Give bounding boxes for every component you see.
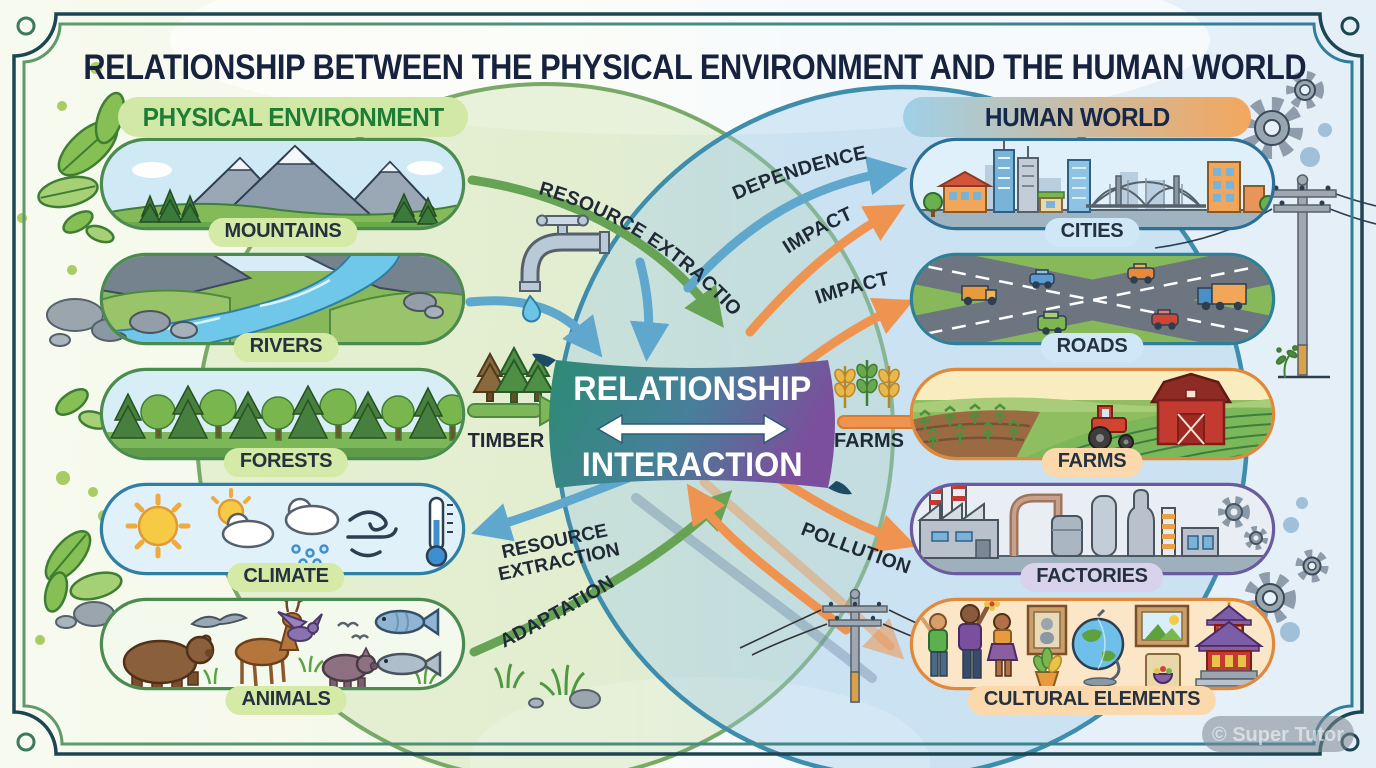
potted-plant-icon — [1033, 647, 1062, 687]
globe-icon — [1071, 608, 1125, 687]
center-interaction-text: INTERACTION — [581, 446, 803, 484]
animals-illustration — [103, 601, 462, 687]
boar-icon — [321, 646, 379, 687]
thermometer-icon — [425, 496, 453, 567]
portrait-frame-icon — [1026, 604, 1068, 656]
pill-animals — [99, 597, 466, 691]
faucet-icon — [519, 214, 610, 292]
wheat-icon — [834, 360, 900, 408]
pagoda-icon — [1194, 601, 1264, 687]
rain-cloud-icon — [284, 497, 340, 568]
factories-illustration — [913, 486, 1272, 572]
arrow-faded-salmon — [699, 477, 905, 660]
sun-cloud-icon — [211, 488, 275, 549]
timber-trees-icon — [472, 345, 555, 403]
pill-factories — [909, 482, 1276, 576]
bear-icon — [122, 634, 215, 687]
purple-bird-icon — [277, 611, 323, 642]
pill-farms — [909, 367, 1276, 461]
watermark: © Super Tutor — [1202, 716, 1354, 752]
pill-rivers — [99, 252, 466, 346]
arrow-resource-extraction-bottom — [471, 473, 633, 542]
gray-bird-icon — [190, 613, 249, 628]
arrow-blue-into-center — [629, 257, 670, 362]
pill-cities — [909, 137, 1276, 231]
farms-flow-label: FARMS — [834, 430, 904, 452]
resource-extraction-bottom-label: RESOURCE EXTRACTION — [479, 517, 634, 589]
label-chip-factories: FACTORIES — [1020, 563, 1164, 592]
center-ribbon — [532, 353, 852, 495]
sun-icon — [125, 493, 191, 559]
double-arrow-icon — [596, 413, 790, 445]
rock-decoration — [46, 298, 129, 629]
power-pole-bottom — [739, 588, 996, 703]
label-chip-farms: FARMS — [1041, 448, 1143, 477]
gear-icon — [1241, 71, 1329, 624]
center-relationship-text: RELATIONSHIP — [572, 370, 812, 408]
bridge-icon — [1086, 175, 1206, 208]
physical-environment-header: PHYSICAL ENVIRONMENT — [118, 97, 468, 137]
arrow-river-to-center — [465, 296, 603, 358]
pill-mountains — [99, 137, 466, 231]
mountains-illustration — [103, 141, 462, 227]
grass-tuft — [493, 663, 601, 709]
label-chip-roads: ROADS — [1040, 333, 1144, 362]
sprout-icon — [1275, 345, 1298, 379]
tractor-icon — [1088, 405, 1134, 450]
menu-card-icon — [1145, 653, 1181, 687]
factory-gear-icon — [1218, 496, 1268, 550]
rivers-illustration — [103, 256, 462, 342]
cultural-illustration — [913, 601, 1272, 687]
label-chip-cultural-elements: CULTURAL ELEMENTS — [967, 686, 1217, 715]
human-world-header: HUMAN WORLD — [903, 97, 1251, 137]
label-chip-rivers: RIVERS — [233, 333, 339, 362]
leaf-decoration — [37, 91, 126, 613]
water-drop-icon — [521, 294, 542, 323]
arrow-dependence — [683, 156, 908, 293]
landscape-frame-icon — [1134, 604, 1190, 648]
watermark-text: © Super Tutor — [1212, 724, 1344, 746]
timber-label: TIMBER — [467, 430, 545, 452]
barn-icon — [1149, 372, 1233, 446]
page-title: RELATIONSHIP BETWEEN THE PHYSICAL ENVIRO… — [83, 48, 1307, 87]
fish-icon — [374, 607, 442, 678]
pill-roads — [909, 252, 1276, 346]
cities-illustration — [913, 141, 1272, 227]
label-chip-animals: ANIMALS — [225, 686, 347, 715]
people-icons — [920, 601, 1019, 679]
label-chip-mountains: MOUNTAINS — [208, 218, 358, 247]
climate-illustration — [103, 486, 462, 572]
arrow-faded-steel — [631, 493, 877, 683]
roads-illustration — [913, 256, 1272, 342]
label-chip-climate: CLIMATE — [227, 563, 345, 592]
wind-icon — [346, 510, 398, 558]
small-birds-icon — [337, 621, 369, 640]
pill-climate — [99, 482, 466, 576]
label-chip-cities: CITIES — [1044, 218, 1140, 247]
vehicle-icons — [961, 263, 1247, 335]
arrow-impact-cities — [745, 204, 906, 337]
label-chip-forests: FORESTS — [223, 448, 349, 477]
